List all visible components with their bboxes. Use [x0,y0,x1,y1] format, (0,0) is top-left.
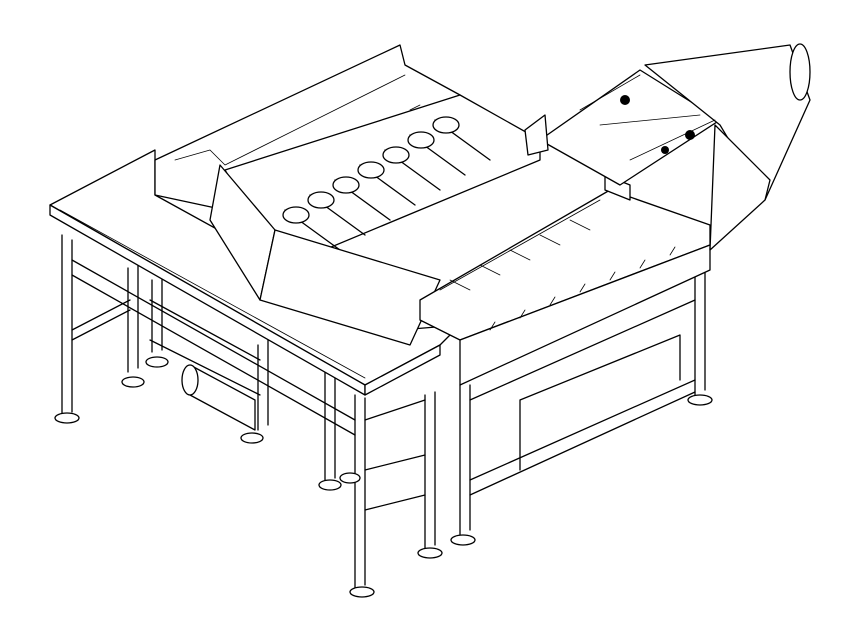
left-frame [54,234,443,598]
right-frame [450,267,713,546]
right-conveyor [419,174,711,386]
feed-conveyor [524,43,811,251]
rollers [282,116,491,251]
roller-conveyor [209,94,541,346]
